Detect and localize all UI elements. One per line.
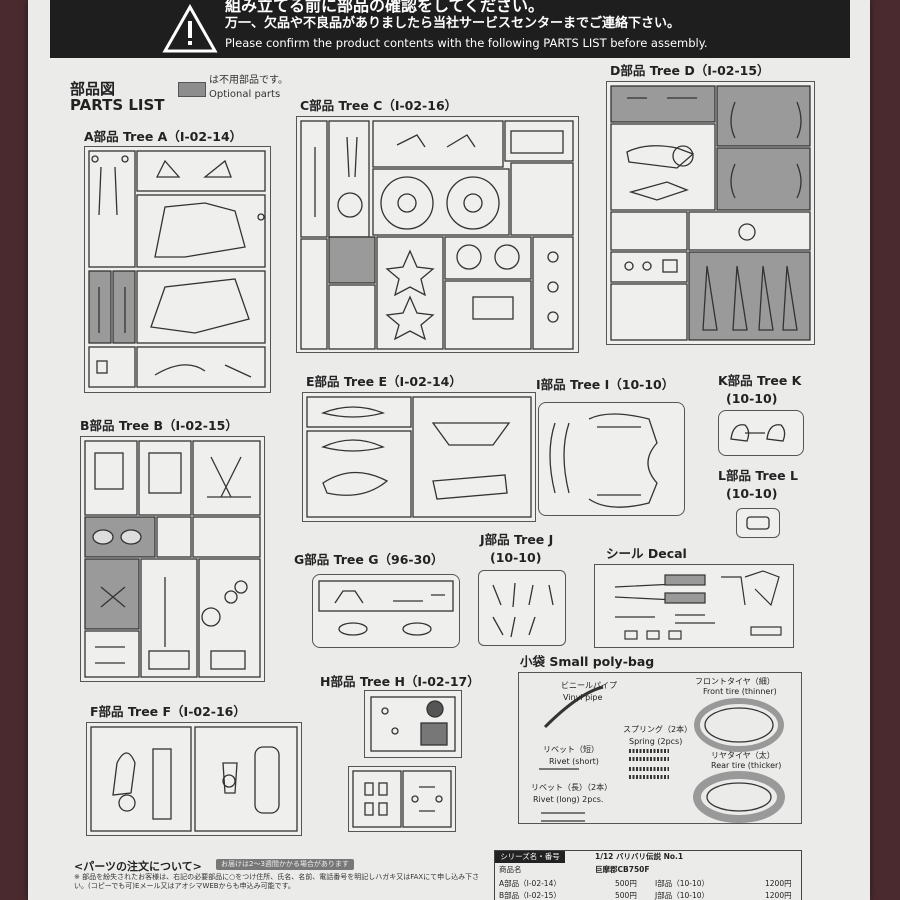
tree-h-label: H部品 Tree H（I-02-17） xyxy=(320,674,480,689)
tree-h-diagram-bottom xyxy=(348,766,456,832)
tree-l-code: (10-10) xyxy=(726,486,778,501)
row1-price: 500円 xyxy=(615,879,637,888)
tree-l-label: L部品 Tree L xyxy=(718,468,798,483)
row2-price-2: 1200円 xyxy=(765,891,792,900)
tree-j-code: (10-10) xyxy=(490,550,542,565)
rivet-short-ja: リベット（短） xyxy=(543,745,599,754)
spring-ja: スプリング（2本） xyxy=(623,725,693,734)
decal-sheet xyxy=(594,564,794,648)
tree-i-label: I部品 Tree I（10-10） xyxy=(536,377,675,392)
rear-tire-en: Rear tire (thicker) xyxy=(711,761,782,770)
polybag-box: ビニールパイプ Vinyl pipe フロントタイヤ（細） Front tire… xyxy=(518,672,802,824)
parts-list-title: PARTS LIST xyxy=(70,96,165,114)
order-title: <パーツの注文について> xyxy=(74,860,202,873)
banner-line-1: 組み立てる前に部品の確認をしてください。 xyxy=(225,0,545,15)
parts-list-title-ja: 部品図 xyxy=(70,80,116,98)
front-tire-ja: フロントタイヤ（細） xyxy=(695,677,775,686)
rear-tire-ja: リヤタイヤ（太） xyxy=(711,751,775,760)
warning-banner: 組み立てる前に部品の確認をしてください。 万一、欠品や不良品がありましたら当社サ… xyxy=(50,0,850,58)
vinyl-pipe-en: Vinyl pipe xyxy=(563,693,603,702)
rivet-long-ja: リベット（長）（2本） xyxy=(531,783,613,792)
tree-j-label: J部品 Tree J xyxy=(480,532,554,547)
row1-part-2: I部品（10-10） xyxy=(655,879,710,888)
tree-c-label: C部品 Tree C（I-02-16） xyxy=(300,98,458,113)
polybag-parts-drawing xyxy=(539,685,785,823)
legend-en: Optional parts xyxy=(209,89,281,100)
tree-f-diagram xyxy=(86,722,302,836)
parts-order-table: シリーズ名・番号 1/12 バリバリ伝説 No.1 商品名 巨摩郡CB750F … xyxy=(494,850,802,900)
tree-a-diagram xyxy=(84,146,271,393)
warning-icon xyxy=(162,4,218,53)
rivet-short-en: Rivet (short) xyxy=(549,757,599,766)
tree-l-diagram xyxy=(736,508,780,538)
delivery-note-badge: お届けは2～3週間かかる場合があります xyxy=(216,859,354,870)
tree-f-label: F部品 Tree F（I-02-16） xyxy=(90,704,246,719)
tree-h-diagram-top xyxy=(364,690,462,758)
row2-part-2: J部品（10-10） xyxy=(655,891,710,900)
tree-j-diagram xyxy=(478,570,566,646)
tree-e-label: E部品 Tree E（I-02-14） xyxy=(306,374,462,389)
rivet-long-en: Rivet (long) 2pcs. xyxy=(533,795,604,804)
optional-parts-swatch xyxy=(178,82,206,97)
instruction-sheet: 組み立てる前に部品の確認をしてください。 万一、欠品や不良品がありましたら当社サ… xyxy=(28,0,870,900)
order-instructions: ※ 部品を紛失されたお客様は、右記の必要部品に○をつけ住所、氏名、名前、電話番号… xyxy=(74,873,480,890)
spring-en: Spring (2pcs) xyxy=(629,737,683,746)
optional-parts-legend: は不用部品です。 Optional parts xyxy=(209,74,288,102)
tree-i-diagram xyxy=(538,402,685,516)
row2-part: B部品（I-02-15） xyxy=(499,891,561,900)
banner-line-2: 万一、欠品や不良品がありましたら当社サービスセンターまでご連絡下さい。 xyxy=(225,16,681,31)
row1-part: A部品（I-02-14） xyxy=(499,879,561,888)
tree-a-label: A部品 Tree A（I-02-14） xyxy=(84,129,243,144)
product-name: 巨摩郡CB750F xyxy=(595,865,650,874)
tree-d-label: D部品 Tree D（I-02-15） xyxy=(610,63,770,78)
tree-k-diagram xyxy=(718,410,804,456)
polybag-label: 小袋 Small poly-bag xyxy=(520,654,655,669)
tree-b-diagram xyxy=(80,436,265,682)
banner-line-3: Please confirm the product contents with… xyxy=(225,36,708,50)
vinyl-pipe-ja: ビニールパイプ xyxy=(561,681,617,690)
tree-c-diagram xyxy=(296,116,579,353)
tree-k-label: K部品 Tree K xyxy=(718,373,802,388)
series-name-label: シリーズ名・番号 xyxy=(495,851,565,863)
tree-g-diagram xyxy=(312,574,460,648)
front-tire-en: Front tire (thinner) xyxy=(703,687,777,696)
row2-price: 500円 xyxy=(615,891,637,900)
tree-d-diagram xyxy=(606,81,815,345)
legend-ja: は不用部品です。 xyxy=(209,75,288,86)
decal-label: シール Decal xyxy=(606,546,687,561)
tree-b-label: B部品 Tree B（I-02-15） xyxy=(80,418,238,433)
product-name-label: 商品名 xyxy=(499,865,522,874)
tree-k-code: (10-10) xyxy=(726,391,778,406)
tree-g-label: G部品 Tree G（96-30） xyxy=(294,552,444,567)
row1-price-2: 1200円 xyxy=(765,879,792,888)
tree-e-diagram xyxy=(302,392,536,522)
series-name: 1/12 バリバリ伝説 No.1 xyxy=(595,852,684,861)
